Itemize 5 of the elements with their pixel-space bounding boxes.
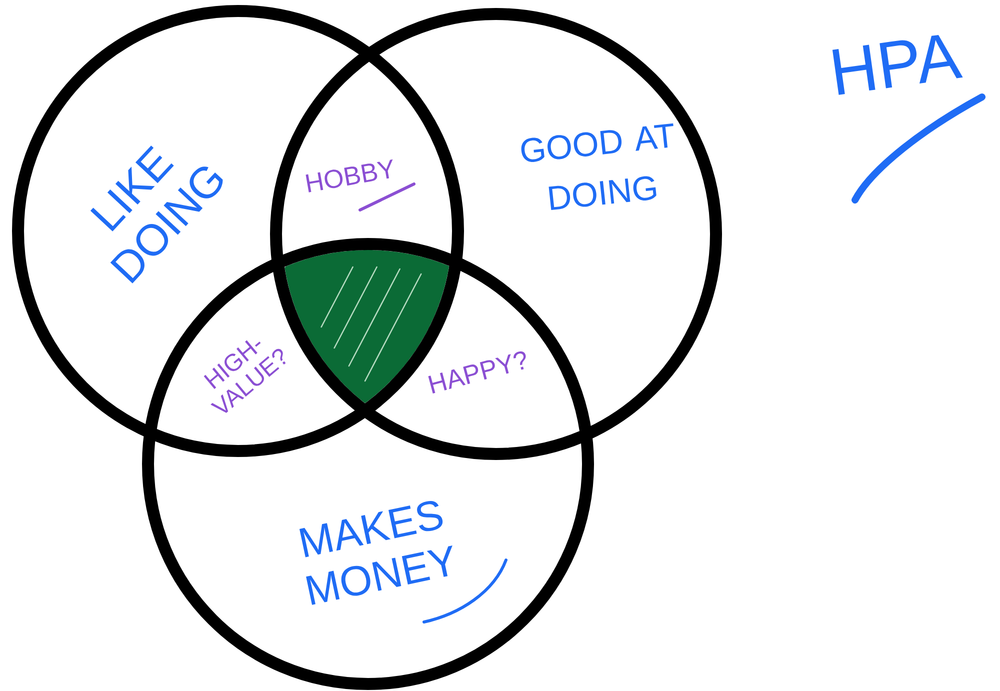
region-label: HOBBY <box>306 159 393 192</box>
region-label: HAPPY? <box>428 351 526 394</box>
circle-label: GOOD AT DOING <box>521 123 674 210</box>
circle-label: MAKES MONEY <box>299 501 452 605</box>
note-text: HPA <box>832 34 963 95</box>
